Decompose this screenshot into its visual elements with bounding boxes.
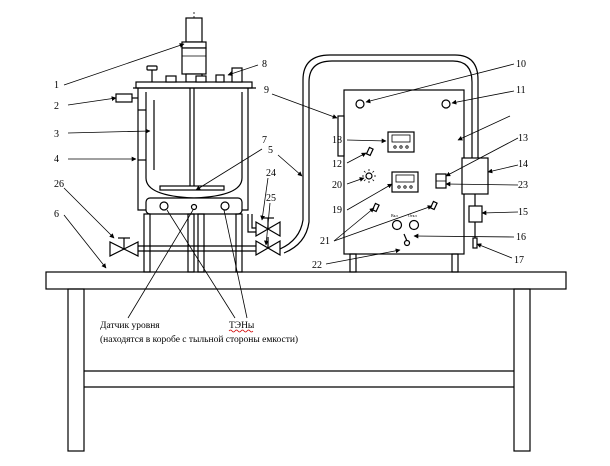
- callout-1: 1: [54, 80, 59, 91]
- callout-15: 15: [518, 207, 528, 218]
- caption-heaters: ТЭНы: [229, 321, 255, 331]
- callout-4: 4: [54, 154, 59, 165]
- callout-12: 12: [332, 159, 342, 170]
- callout-26: 26: [54, 179, 64, 190]
- callout-6: 6: [54, 209, 59, 220]
- knob-label-off: Откл: [408, 213, 417, 218]
- knob-group: Вкл Откл: [391, 213, 420, 247]
- caption-note: (находятся в коробе с тыльной стороны ем…: [100, 334, 298, 345]
- callout-10: 10: [516, 59, 526, 70]
- callout-11: 11: [516, 85, 526, 96]
- tank-body: [115, 88, 249, 211]
- heater-box: [145, 197, 243, 215]
- table: [45, 271, 567, 452]
- callout-18: 18: [332, 135, 342, 146]
- captions: Датчик уровня ТЭНы (находятся в коробе с…: [100, 321, 298, 345]
- sensor-15: [468, 194, 483, 249]
- knob-label-on: Вкл: [391, 213, 398, 218]
- callout-numbers: 1 2 3 4 5 6 7 8 9 10 11 12 13 14 15 16 1…: [54, 59, 528, 271]
- callout-24: 24: [266, 168, 276, 179]
- callout-16: 16: [516, 232, 526, 243]
- connecting-hose: [279, 54, 479, 254]
- side-terminal: [435, 173, 447, 189]
- caption-level-sensor: Датчик уровня: [100, 321, 160, 331]
- callout-9: 9: [264, 85, 269, 96]
- callout-19: 19: [332, 205, 342, 216]
- tank-legs-and-pipes: [130, 213, 262, 273]
- callout-22: 22: [312, 260, 322, 271]
- callout-17: 17: [514, 255, 524, 266]
- valve-left: [109, 237, 139, 257]
- spellcheck-underline: [228, 329, 254, 333]
- junction-box-14: [461, 157, 489, 195]
- callout-23: 23: [518, 180, 528, 191]
- leader-lines: [63, 43, 519, 319]
- callout-21: 21: [320, 236, 330, 247]
- controller-bottom: [391, 171, 419, 193]
- callout-8: 8: [262, 59, 267, 70]
- callout-14: 14: [518, 159, 528, 170]
- callout-5: 5: [268, 145, 273, 156]
- controller-top: [387, 131, 415, 153]
- gland-12: [365, 146, 374, 157]
- callout-25: 25: [266, 193, 276, 204]
- motor: [181, 12, 207, 83]
- callout-2: 2: [54, 101, 59, 112]
- callout-7: 7: [262, 135, 267, 146]
- callout-3: 3: [54, 129, 59, 140]
- valve-bottom-right: [255, 237, 281, 257]
- callout-13: 13: [518, 133, 528, 144]
- callout-20: 20: [332, 180, 342, 191]
